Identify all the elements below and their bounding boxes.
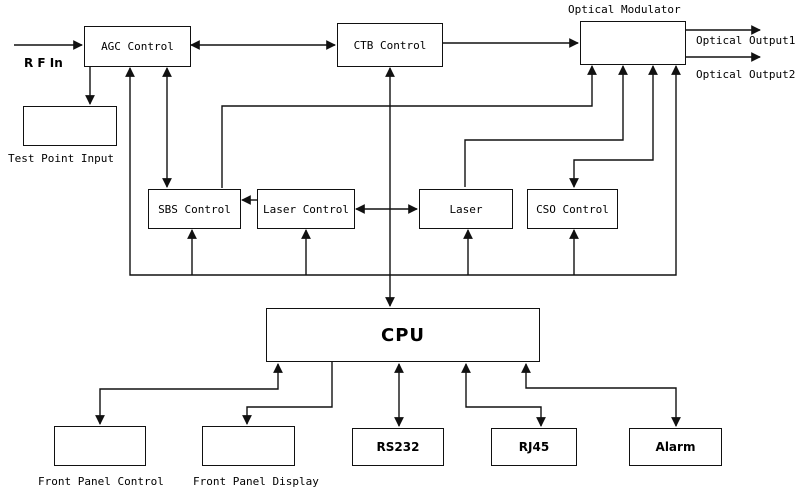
test-point-box — [23, 106, 117, 146]
test-point-input-label: Test Point Input — [8, 152, 114, 165]
optical-modulator-box — [580, 21, 686, 65]
cpu-alarm-arrow — [521, 363, 681, 427]
alarm-box: Alarm — [629, 428, 722, 466]
rs232-box: RS232 — [352, 428, 444, 466]
cpu-frontpanel-control-arrow — [95, 363, 283, 425]
laser-box: Laser — [419, 189, 513, 229]
cpu-frontpanel-display-arrow — [242, 362, 333, 425]
front-panel-control-box — [54, 426, 146, 466]
laser-modulator-arrow — [464, 65, 628, 187]
cso-control-box: CSO Control — [527, 189, 618, 229]
front-panel-display-box — [202, 426, 295, 466]
cso-modulator-arrow — [569, 65, 658, 188]
agc-control-box: AGC Control — [84, 26, 191, 67]
control-bus-line — [125, 65, 681, 276]
rf-in-label: R F In — [24, 56, 63, 70]
rj45-box: RJ45 — [491, 428, 577, 466]
cpu-box: CPU — [266, 308, 540, 362]
sbs-modulator-arrow — [221, 65, 597, 188]
sbs-control-box: SBS Control — [148, 189, 241, 229]
front-panel-control-label: Front Panel Control — [38, 475, 164, 488]
cpu-rj45-arrow — [461, 363, 546, 427]
front-panel-display-label: Front Panel Display — [193, 475, 319, 488]
optical-output1-label: Optical Output1 — [696, 34, 796, 47]
optical-modulator-label: Optical Modulator — [568, 3, 681, 16]
optical-output2-label: Optical Output2 — [696, 68, 796, 81]
laser-control-box: Laser Control — [257, 189, 355, 229]
ctb-control-box: CTB Control — [337, 23, 443, 67]
